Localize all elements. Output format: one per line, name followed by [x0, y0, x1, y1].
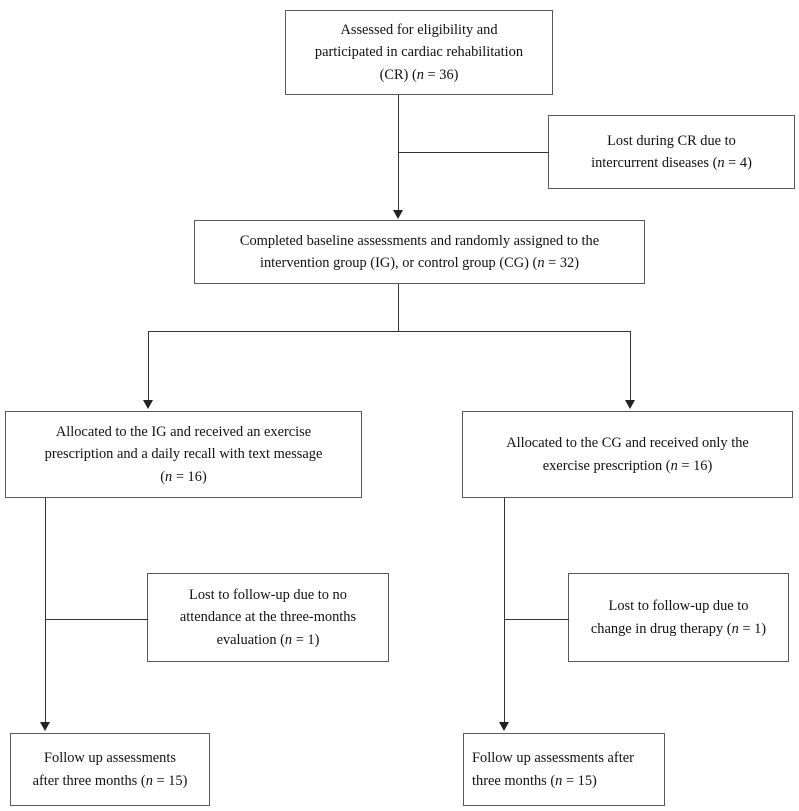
connector-control-group-to-followup [504, 498, 506, 723]
node-allocated-intervention-group: Allocated to the IG and received an exer… [5, 411, 362, 498]
connector-control-to-lost-followup [504, 619, 569, 621]
node-allocated-control-group-text: Allocated to the CG and received only th… [506, 435, 749, 474]
arrow-split-to-intervention-group [143, 400, 153, 409]
arrow-assessed-to-randomized [393, 210, 403, 219]
node-allocated-intervention-group-text: Allocated to the IG and received an exer… [44, 424, 323, 485]
node-randomized-baseline: Completed baseline assessments and rando… [194, 220, 645, 284]
connector-trunk-to-lost-during-cr [398, 152, 549, 154]
node-randomized-baseline-text: Completed baseline assessments and rando… [239, 232, 600, 271]
connector-split-to-intervention-group [148, 331, 150, 401]
node-allocated-control-group: Allocated to the CG and received only th… [462, 411, 793, 498]
arrow-split-to-control-group [625, 400, 635, 409]
connector-randomized-to-split [398, 284, 400, 332]
arrow-intervention-group-to-followup [40, 722, 50, 731]
connector-split-bus [148, 331, 631, 333]
arrow-control-group-to-followup [499, 722, 509, 731]
connector-intervention-to-lost-followup [45, 619, 148, 621]
connector-intervention-group-to-followup [45, 498, 47, 723]
connector-split-to-control-group [630, 331, 632, 401]
